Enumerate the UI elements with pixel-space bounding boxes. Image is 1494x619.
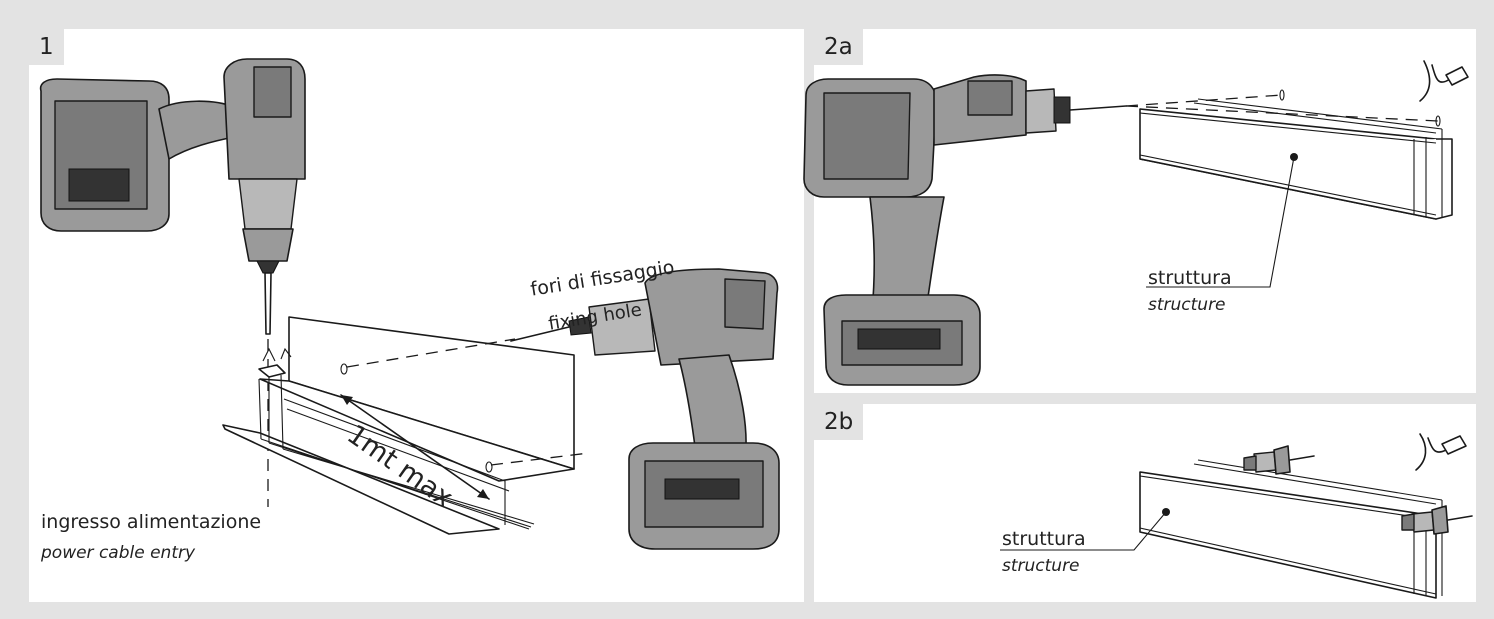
power-cable-icon	[1419, 60, 1469, 102]
step-2a-illustration	[803, 60, 1469, 386]
wall-plug-icon	[1243, 445, 1315, 475]
step-number-2b: 2b	[814, 404, 864, 440]
power-cable-icon	[1415, 433, 1467, 471]
panel-step-2b: 2b struttura structure	[814, 404, 1476, 602]
step-number-1: 1	[29, 29, 64, 65]
aluminium-profile-icon	[1139, 459, 1443, 599]
structure-label-it-2a: struttura	[1148, 267, 1232, 289]
cable-entry-label-en: power cable entry	[41, 543, 196, 563]
structure-label-en-2a: structure	[1148, 295, 1226, 315]
drill-icon	[803, 74, 1127, 386]
wall-plug-icon	[1401, 505, 1473, 535]
panel-step-1: 1	[29, 29, 804, 602]
step-2b-illustration	[1000, 433, 1473, 599]
drill-icon	[510, 268, 780, 550]
aluminium-profile-icon	[1139, 98, 1453, 220]
structure-label-en-2b: structure	[1002, 556, 1080, 576]
step-number-2a: 2a	[814, 29, 863, 65]
drill-icon	[39, 58, 306, 335]
aluminium-profile-icon	[222, 316, 575, 535]
cable-entry-label-it: ingresso alimentazione	[41, 511, 262, 533]
step-1-illustration	[39, 58, 780, 550]
structure-label-it-2b: struttura	[1002, 528, 1086, 550]
panel-step-2a: 2a	[803, 29, 1476, 393]
